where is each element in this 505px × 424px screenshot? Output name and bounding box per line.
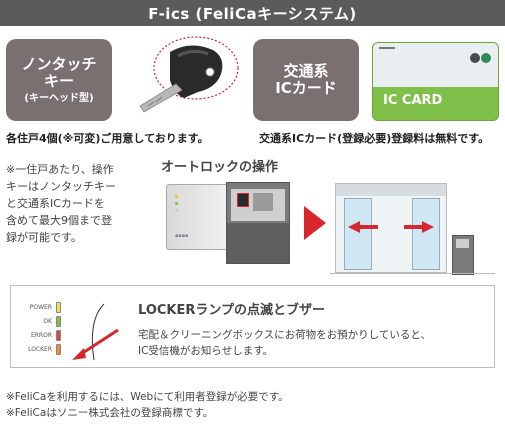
ic-caption: 交通系ICカード(登録必要)登録料は無料です。 — [259, 132, 490, 145]
registration-note: ※一住戸あたり、操作 キーはノンタッチキー と交通系ICカードを 含めて最大9個… — [6, 161, 146, 246]
badge-key-sub: (キーヘッド型) — [24, 92, 94, 104]
led-label-error: ERROR — [30, 331, 52, 339]
led-label-ok: OK — [43, 317, 52, 325]
error-led — [56, 329, 61, 341]
page-title: F-ics (FeliCaキーシステム) — [0, 0, 505, 26]
badge-ic-line1: 交通系 — [283, 61, 329, 80]
ic-card-image: IC CARD — [372, 42, 499, 121]
note-line-5: 録が可能です。 — [6, 231, 82, 244]
locker-desc-line2: IC受信機がお知らせします。 — [138, 345, 274, 357]
autolock-title: オートロックの操作 — [161, 160, 279, 175]
pointer-arrow-icon — [72, 303, 119, 361]
note-line-1: ※一住戸あたり、操作 — [6, 163, 114, 176]
arrow-right-icon — [304, 206, 326, 240]
footnote-1: ※FeliCaを利用するには、Webにて利用者登録が必要です。 — [6, 391, 289, 403]
locker-desc-line1: 宅配＆クリーニングボックスにお荷物をお預かりしていると、 — [138, 329, 431, 341]
floor-line — [330, 273, 495, 274]
ic-reader-panel-image: ≋≋≋≋ — [166, 184, 232, 250]
badge-key-line1: ノンタッチ — [21, 55, 97, 73]
automatic-door-image — [335, 183, 447, 273]
autolock-console-image — [226, 182, 290, 264]
note-line-2: キーはノンタッチキー — [6, 180, 116, 193]
led-row-ok: OK — [20, 314, 61, 328]
transit-ic-card-badge: 交通系 ICカード — [253, 39, 359, 121]
led-label-locker: LOCKER — [28, 345, 52, 353]
non-touch-key-badge: ノンタッチ キー (キーヘッド型) — [6, 39, 112, 121]
footnote-2: ※FeliCaはソニー株式会社の登録商標です。 — [6, 407, 214, 419]
led-row-power: POWER — [20, 300, 61, 314]
led-panel: POWER OK ERROR LOCKER — [20, 300, 120, 366]
locker-info-box — [10, 285, 495, 368]
locker-led — [56, 343, 61, 355]
led-label-power: POWER — [29, 303, 52, 311]
led-row-error: ERROR — [20, 328, 61, 342]
locker-title: LOCKERランプの点滅とブザー — [138, 303, 325, 318]
badge-key-line2: キー — [43, 72, 74, 91]
note-line-3: と交通系ICカードを — [6, 197, 105, 210]
key-caption: 各住戸4個(※可変)ご用意しております。 — [6, 132, 209, 145]
felica-key-icon — [139, 36, 239, 113]
door-reader-stand-image — [452, 235, 474, 275]
ic-card-label: IC CARD — [383, 93, 443, 108]
badge-ic-line2: ICカード — [275, 79, 337, 97]
led-row-locker: LOCKER — [20, 342, 61, 356]
note-line-4: 含めて最大9個まで登 — [6, 214, 112, 227]
power-led — [56, 301, 61, 313]
ok-led — [56, 315, 61, 327]
